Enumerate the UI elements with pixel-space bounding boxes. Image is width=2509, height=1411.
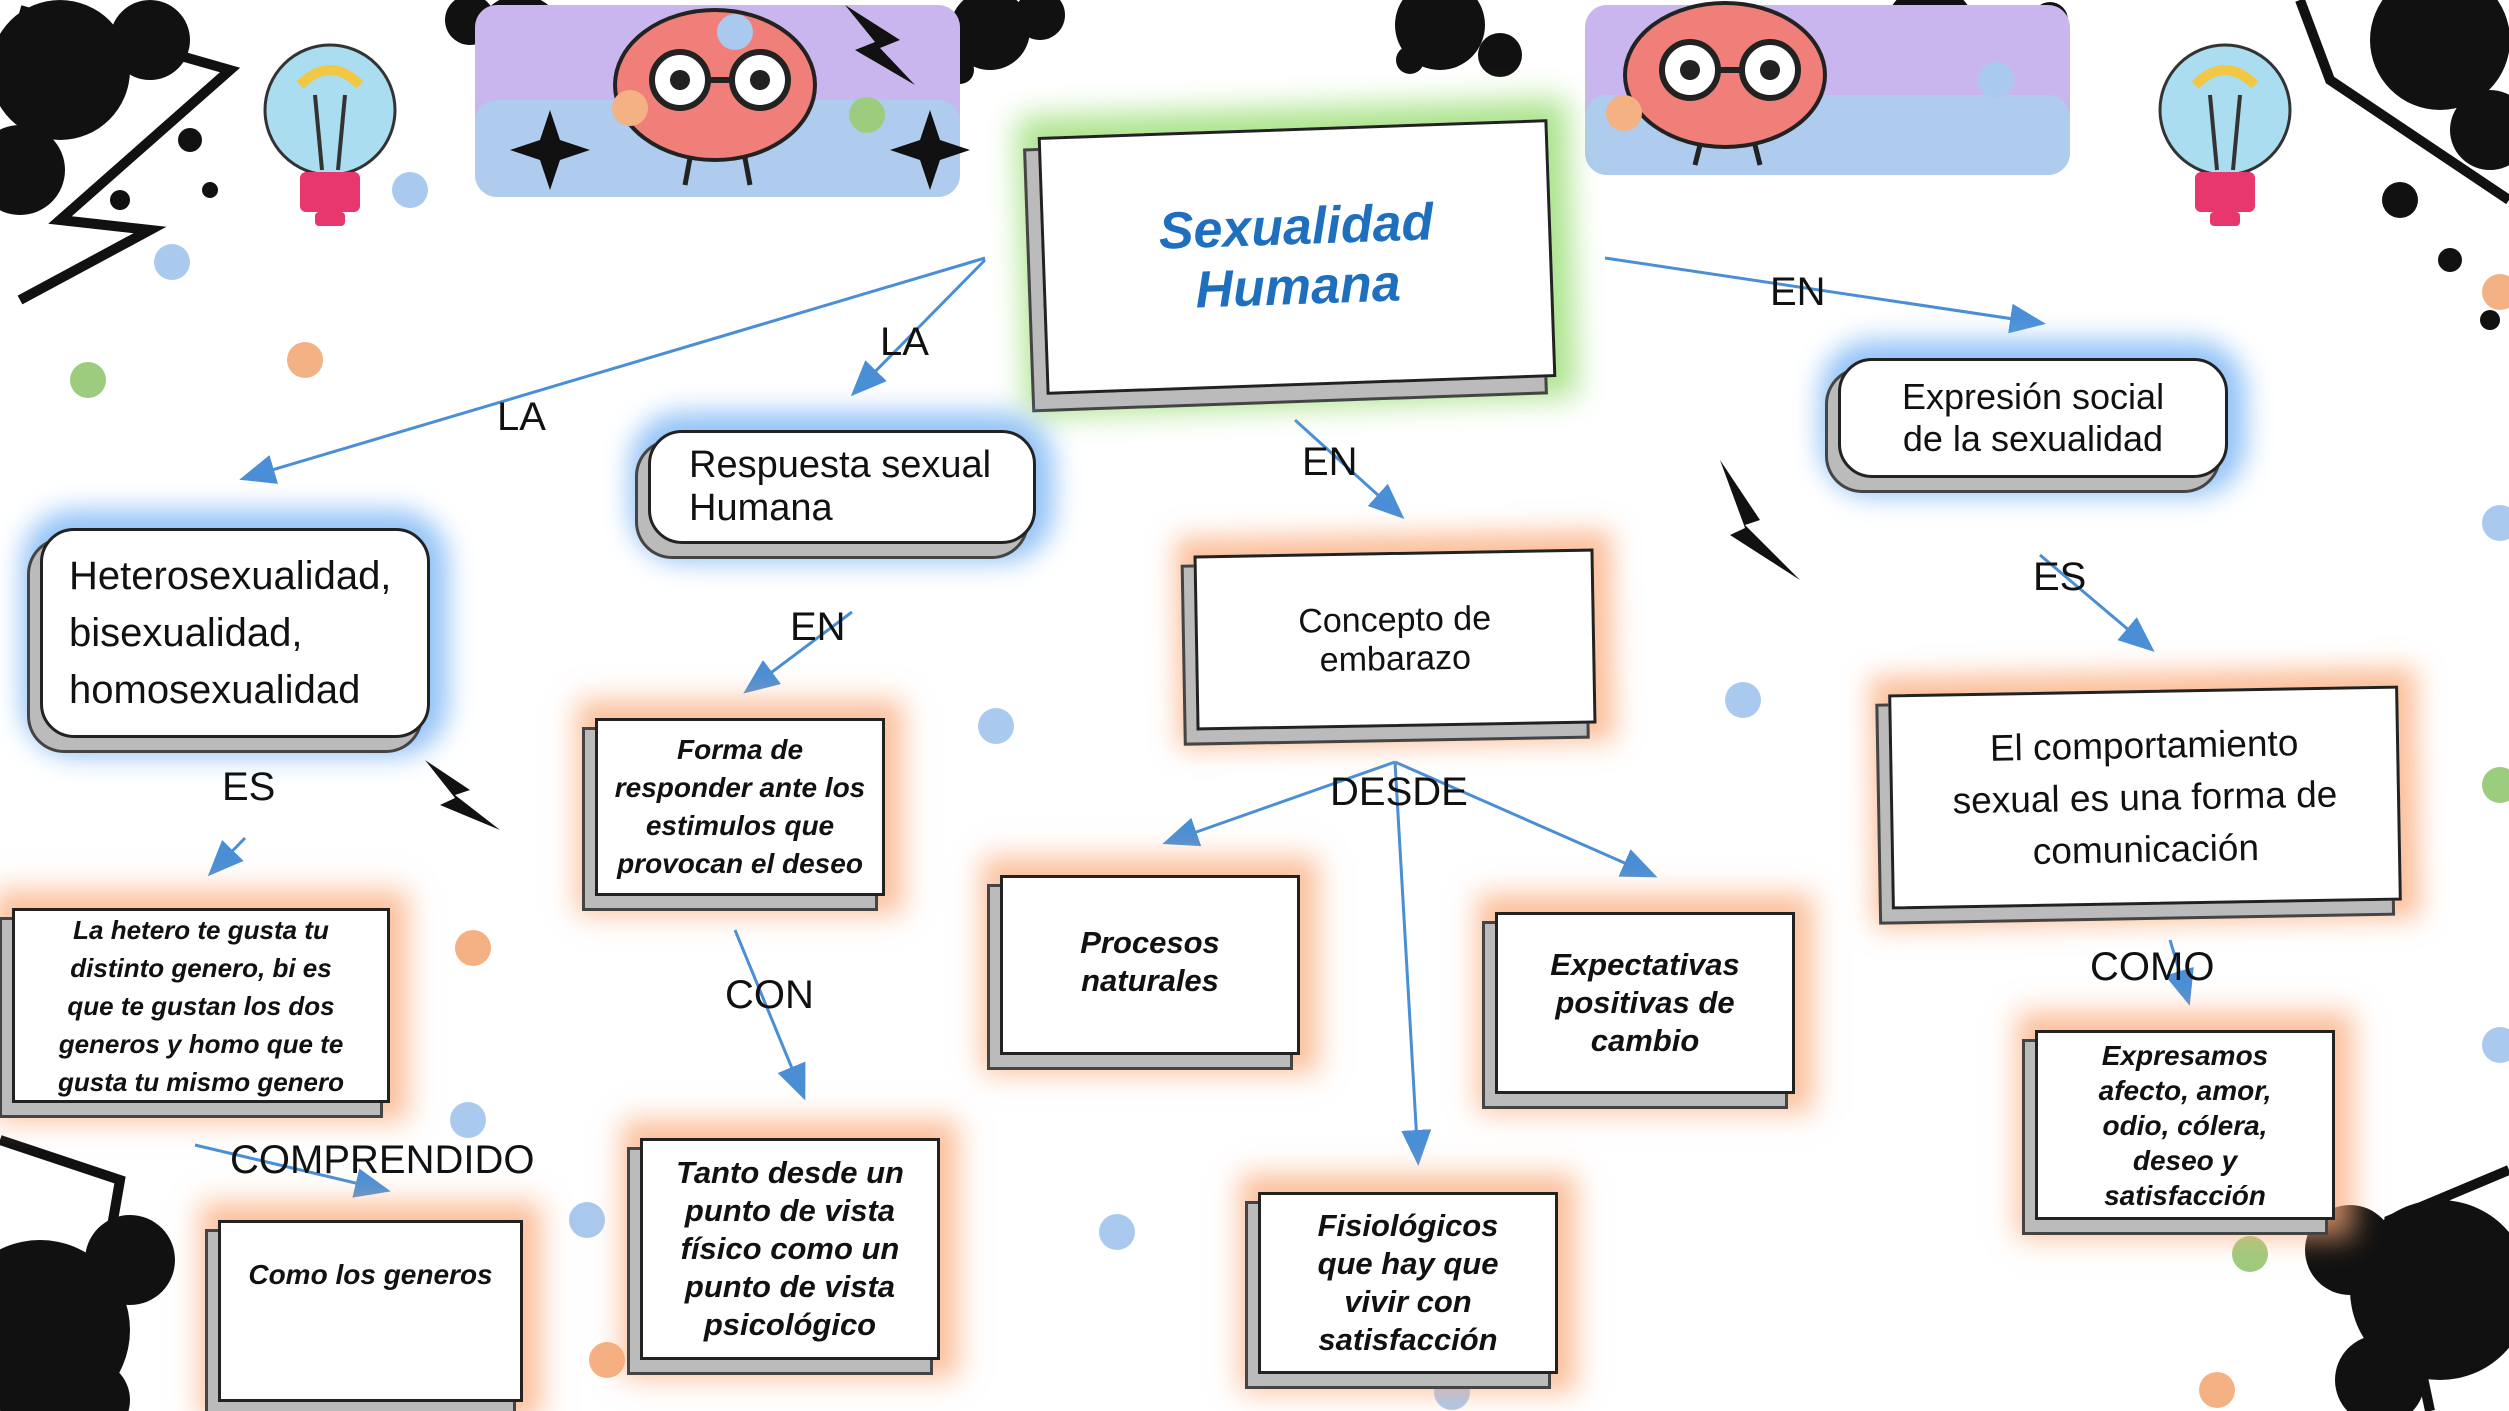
connector-label-en-respuesta: EN: [790, 605, 846, 649]
brain-with-glasses-icon: [1623, 1, 1827, 166]
procesos-line2: naturales: [1081, 963, 1219, 998]
connector-label-en-center: EN: [1302, 440, 1358, 484]
expresion-line2: de la sexualidad: [1902, 418, 2164, 459]
fisiologicos-line3: vivir con: [1344, 1284, 1472, 1319]
expresamos-line5: satisfacción: [2104, 1179, 2266, 1211]
forma-line2: responder ante los: [614, 772, 866, 803]
expresamos-line2: afecto, amor,: [2098, 1074, 2272, 1106]
respuesta-line1: Respuesta sexual: [689, 444, 992, 486]
connector-label-como: COMO: [2090, 945, 2215, 989]
orientaciones-line2: bisexualidad,: [69, 610, 303, 655]
concepto-line2: embarazo: [1319, 638, 1472, 679]
connector-label-desde: DESDE: [1330, 770, 1468, 814]
comportamiento-node: El comportamiento sexual es una forma de…: [1888, 685, 2402, 910]
orientaciones-node: Heterosexualidad, bisexualidad, homosexu…: [40, 528, 430, 738]
concepto-line1: Concepto de: [1297, 598, 1492, 641]
lightning-bolt-icon: [845, 5, 915, 85]
hetero-def-line3: que te gustan los dos: [67, 990, 335, 1021]
comportamiento-line2: sexual es una forma de: [1952, 773, 2338, 821]
tanto-line3: físico como un: [680, 1231, 900, 1266]
respuesta-line2: Humana: [689, 487, 833, 529]
chevron-shape-icon: [17, 5, 241, 305]
tanto-line1: Tanto desde un: [676, 1155, 904, 1190]
procesos-line1: Procesos: [1080, 925, 1220, 960]
orientaciones-line3: homosexualidad: [69, 667, 361, 712]
connector-label-con: CON: [725, 973, 814, 1017]
respuesta-sexual-node: Respuesta sexual Humana: [648, 430, 1036, 544]
connector-label-la-left: LA: [497, 395, 546, 439]
hetero-def-line2: distinto genero, bi es: [70, 952, 332, 983]
orientaciones-line1: Heterosexualidad,: [69, 553, 392, 598]
main-topic-node: Sexualidad Humana: [1037, 119, 1557, 395]
hetero-def-line5: gusta tu mismo genero: [57, 1066, 345, 1097]
fisiologicos-line4: satisfacción: [1318, 1322, 1498, 1357]
expectativas-line3: cambio: [1590, 1023, 1700, 1058]
forma-line3: estimulos que: [645, 810, 835, 841]
forma-responder-node: Forma de responder ante los estimulos qu…: [595, 718, 885, 896]
connector-label-es-right: ES: [2033, 555, 2087, 599]
connector-label-es-left: ES: [222, 765, 276, 809]
comportamiento-line1: El comportamiento: [1989, 721, 2299, 769]
fisiologicos-line2: que hay que: [1317, 1246, 1499, 1281]
main-title-line1: Sexualidad: [1157, 193, 1435, 261]
punto-vista-node: Tanto desde un punto de vista físico com…: [640, 1138, 940, 1360]
connector-arrows: [194, 256, 2194, 1198]
expresamos-line3: odio, cólera,: [2102, 1109, 2268, 1141]
forma-line1: Forma de: [676, 734, 804, 765]
expresamos-line1: Expresamos: [2101, 1039, 2269, 1071]
expresion-social-node: Expresión social de la sexualidad: [1838, 358, 2228, 478]
hetero-def-line1: La hetero te gusta tu: [73, 914, 329, 945]
fisiologicos-node: Fisiológicos que hay que vivir con satis…: [1258, 1192, 1558, 1374]
expectativas-line2: positivas de: [1555, 985, 1735, 1020]
expresion-line1: Expresión social: [1901, 376, 2165, 417]
hetero-definicion-node: La hetero te gusta tu distinto genero, b…: [12, 908, 390, 1103]
chevron-shape-icon: [0, 1135, 126, 1411]
tanto-line5: psicológico: [703, 1307, 877, 1342]
hetero-def-line4: generos y homo que te: [58, 1028, 344, 1059]
main-title-line2: Humana: [1194, 254, 1402, 320]
lightbulb-icon: [2158, 43, 2292, 226]
connector-label-la-mid: LA: [880, 320, 929, 364]
comportamiento-line3: comunicación: [2032, 826, 2260, 872]
expresamos-node: Expresamos afecto, amor, odio, cólera, d…: [2035, 1030, 2335, 1220]
generos-line1: Como los generos: [248, 1259, 493, 1290]
como-generos-node: Como los generos: [218, 1220, 523, 1402]
concepto-embarazo-node: Concepto de embarazo: [1193, 548, 1597, 731]
sparkle-icon: [510, 5, 970, 190]
tanto-line2: punto de vista: [684, 1193, 896, 1228]
expectativas-line1: Expectativas: [1550, 947, 1740, 982]
tanto-line4: punto de vista: [684, 1269, 896, 1304]
lightning-bolt-icon: [425, 760, 500, 830]
lightning-bolt-icon: [1720, 460, 1800, 580]
chevron-shape-icon: [2384, 1165, 2509, 1411]
connector-label-en-right: EN: [1770, 270, 1826, 314]
fisiologicos-line1: Fisiológicos: [1317, 1208, 1499, 1243]
connector-label-comprendido: COMPRENDIDO: [230, 1138, 535, 1182]
lightbulb-icon: [263, 43, 397, 226]
chevron-shape-icon: [2295, 0, 2509, 205]
expresamos-line4: deseo y: [2132, 1144, 2238, 1176]
procesos-naturales-node: Procesos naturales: [1000, 875, 1300, 1055]
forma-line4: provocan el deseo: [617, 848, 863, 879]
brain-with-glasses-icon: [613, 8, 817, 186]
expectativas-node: Expectativas positivas de cambio: [1495, 912, 1795, 1094]
